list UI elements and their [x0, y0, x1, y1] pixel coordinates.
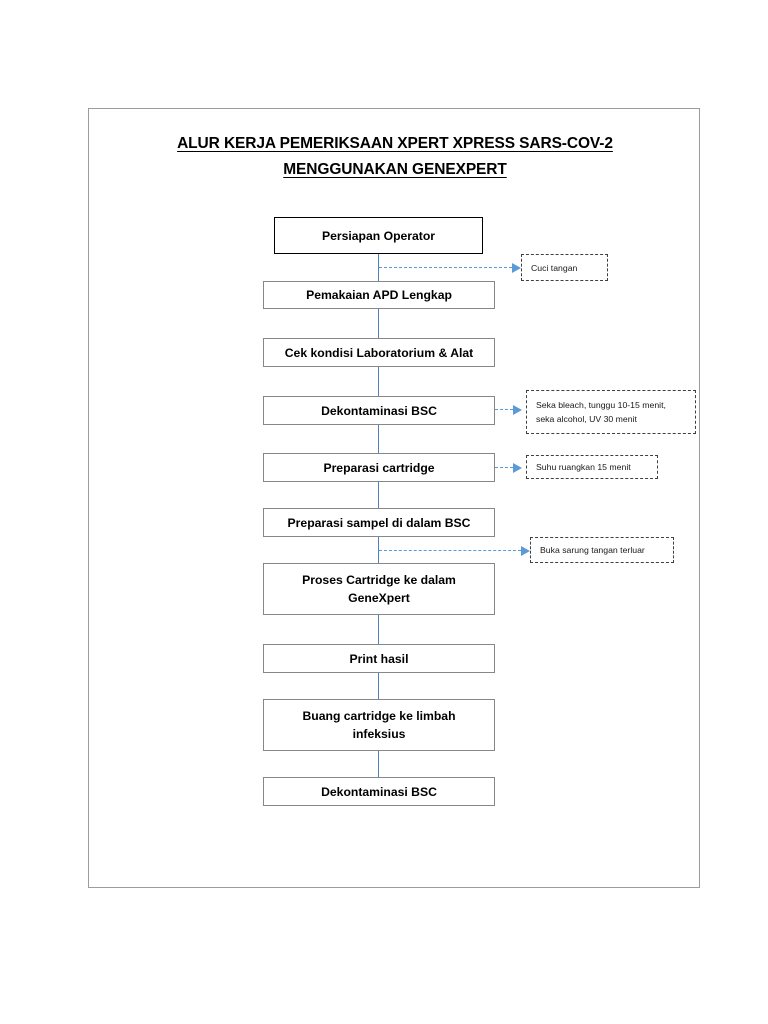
note-label-line-2: seka alcohol, UV 30 menit [536, 414, 637, 424]
note-cuci-tangan[interactable]: Cuci tangan [521, 254, 608, 281]
arrow-to-note-1 [379, 262, 521, 273]
title-line-1: ALUR KERJA PEMERIKSAAN XPERT XPRESS SARS… [177, 135, 613, 152]
flow-step-pemakaian-apd-lengkap[interactable]: Pemakaian APD Lengkap [263, 281, 495, 309]
flow-step-label: Persiapan Operator [321, 228, 436, 243]
connector-6-7 [378, 536, 380, 585]
connector-3-4 [378, 366, 380, 402]
flow-step-label: Dekontaminasi BSC [321, 403, 437, 418]
note-label: Cuci tangan [531, 262, 578, 273]
flow-step-preparasi-cartridge[interactable]: Preparasi cartridge [263, 453, 495, 482]
connector-8-9 [378, 673, 380, 705]
note-label-line-1: Seka bleach, tunggu 10-15 menit, [536, 400, 666, 410]
arrowhead-icon [513, 404, 522, 415]
note-label: Seka bleach, tunggu 10-15 menit, seka al… [527, 398, 675, 426]
flow-step-persiapan-operator[interactable]: Persiapan Operator [274, 217, 483, 254]
flow-step-label-line-1: Buang cartridge ke limbah [302, 709, 456, 723]
flow-step-label: Proses Cartridge ke dalam GeneXpert [296, 571, 462, 607]
connector-2-3 [378, 308, 380, 344]
note-label: Suhu ruangkan 15 menit [536, 462, 631, 472]
arrow-to-note-3 [495, 462, 522, 473]
arrow-to-note-4 [379, 545, 530, 556]
flow-step-buang-cartridge[interactable]: Buang cartridge ke limbah infeksius [263, 699, 495, 751]
arrowhead-icon [512, 262, 521, 273]
flow-step-cek-kondisi-laboratorium[interactable]: Cek kondisi Laboratorium & Alat [263, 338, 495, 367]
note-label: Buka sarung tangan terluar [540, 545, 645, 555]
document-page: ALUR KERJA PEMERIKSAAN XPERT XPRESS SARS… [88, 108, 700, 888]
flow-step-label: Print hasil [349, 651, 409, 666]
flow-step-label: Cek kondisi Laboratorium & Alat [284, 345, 474, 360]
flow-step-preparasi-sampel[interactable]: Preparasi sampel di dalam BSC [263, 508, 495, 537]
flow-step-proses-cartridge[interactable]: Proses Cartridge ke dalam GeneXpert [263, 563, 495, 615]
note-suhu-ruangkan[interactable]: Suhu ruangkan 15 menit [526, 455, 658, 479]
arrowhead-icon [521, 545, 530, 556]
flow-step-label: Preparasi cartridge [323, 460, 435, 475]
connector-5-6 [378, 482, 380, 518]
flow-step-label-line-2: GeneXpert [348, 591, 410, 605]
arrow-to-note-2 [495, 404, 522, 415]
arrowhead-icon [513, 462, 522, 473]
flow-step-label: Preparasi sampel di dalam BSC [287, 515, 471, 530]
flow-step-label: Dekontaminasi BSC [321, 784, 437, 799]
flow-step-dekontaminasi-bsc-1[interactable]: Dekontaminasi BSC [263, 396, 495, 425]
note-buka-sarung-tangan[interactable]: Buka sarung tangan terluar [530, 537, 674, 563]
title-line-2: MENGGUNAKAN GENEXPERT [283, 161, 507, 178]
flow-step-label: Buang cartridge ke limbah infeksius [296, 707, 461, 743]
connector-9-10 [378, 749, 380, 782]
flow-step-label: Pemakaian APD Lengkap [306, 288, 452, 302]
flow-step-dekontaminasi-bsc-2[interactable]: Dekontaminasi BSC [263, 777, 495, 806]
flow-step-print-hasil[interactable]: Print hasil [263, 644, 495, 673]
connector-7-8 [378, 614, 380, 651]
page-title: ALUR KERJA PEMERIKSAAN XPERT XPRESS SARS… [89, 131, 701, 183]
connector-4-5 [378, 424, 380, 460]
note-seka-bleach[interactable]: Seka bleach, tunggu 10-15 menit, seka al… [526, 390, 696, 434]
flow-step-label-line-2: infeksius [352, 727, 406, 741]
flow-step-label-line-1: Proses Cartridge ke dalam [302, 573, 456, 587]
connector-1-2 [378, 253, 380, 289]
